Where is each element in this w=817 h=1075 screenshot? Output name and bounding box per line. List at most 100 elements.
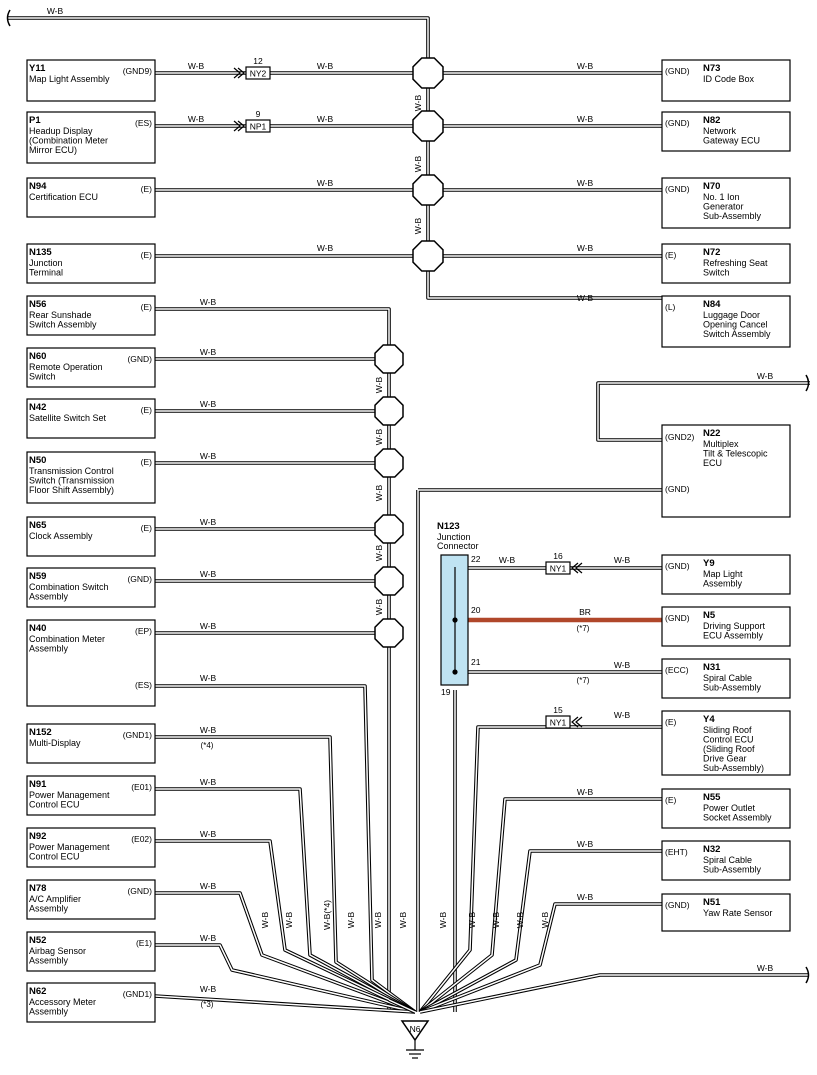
component-code: N31	[703, 662, 721, 673]
component-box	[26, 982, 156, 1023]
component-code: N51	[703, 897, 721, 908]
wire-color-label: W-B	[200, 933, 217, 943]
wire-color-label: W-B	[200, 399, 217, 409]
pin-label: (L)	[665, 302, 676, 312]
component-code: N59	[29, 571, 46, 582]
junction-connector-name: Connector	[437, 541, 479, 551]
component-name: Refreshing Seat	[703, 258, 768, 268]
wire-color-label: W-B	[491, 911, 501, 928]
component-name: Assembly	[29, 592, 69, 602]
component-name: Assembly	[29, 904, 69, 914]
pin-label: (E)	[141, 457, 153, 467]
wire-color-label: W-B	[200, 829, 217, 839]
pin-label: (E)	[141, 184, 153, 194]
wire-color-label: W-B	[200, 673, 217, 683]
ground-wire-core	[155, 892, 416, 1013]
wire-color-label: W-B	[614, 710, 631, 720]
component-code: Y9	[703, 558, 715, 569]
component-name: Control ECU	[29, 800, 80, 810]
component-box	[26, 347, 156, 388]
pin-label: (E)	[665, 717, 677, 727]
component-code: N60	[29, 351, 46, 362]
component-name: Certification ECU	[29, 192, 98, 202]
wire-color-label: W-B	[200, 777, 217, 787]
splice-octagon	[374, 448, 404, 478]
pin-label: (GND)	[127, 574, 152, 584]
ground-wire-core	[419, 850, 662, 1013]
splice-octagon	[374, 514, 404, 544]
wire-color-label: W-B	[577, 114, 594, 124]
wire-color-label: W-B	[577, 178, 594, 188]
component-code: N72	[703, 247, 720, 258]
component-code: Y4	[703, 714, 715, 725]
component-box	[26, 295, 156, 336]
component-name: Sub-Assembly)	[703, 763, 764, 773]
component-name: (Combination Meter	[29, 136, 108, 146]
component-box	[661, 295, 791, 348]
component-name: Map Light	[703, 569, 743, 579]
component-name: Assembly	[703, 579, 743, 589]
wire-color-label: W-B	[188, 114, 205, 124]
component-code: N62	[29, 986, 46, 997]
component-name: Terminal	[29, 268, 63, 278]
component-code: N55	[703, 792, 721, 803]
component-name: Junction	[29, 258, 63, 268]
inline-connector-label: NP1	[250, 122, 267, 132]
wire-color-label: W-B	[374, 376, 384, 393]
component-code: N42	[29, 402, 46, 413]
component-name: Airbag Sensor	[29, 946, 86, 956]
pin-label: (GND9)	[123, 66, 152, 76]
component-box	[26, 111, 156, 164]
pin-label: (ES)	[135, 118, 152, 128]
component-name: Tilt & Telescopic	[703, 449, 768, 459]
wire-color-label: W-B	[200, 517, 217, 527]
wire-color-label: W-B	[317, 243, 334, 253]
wire-color-label: W-B	[373, 911, 383, 928]
component-code: N152	[29, 727, 52, 738]
pin-label: (E)	[141, 302, 153, 312]
component-name: Assembly	[29, 956, 69, 966]
connector-arrow	[571, 716, 583, 728]
wire-color-label: W-B	[515, 911, 525, 928]
connector-pin-number: 16	[553, 551, 563, 561]
pin-label: (GND1)	[123, 730, 152, 740]
component-name: Multiplex	[703, 439, 739, 449]
ground-wire	[155, 787, 416, 1014]
component-box	[661, 424, 791, 518]
wire-color-label: W-B	[374, 484, 384, 501]
component-name: Sub-Assembly	[703, 211, 762, 221]
wire-color-label: W-B	[413, 155, 423, 172]
wire-color-label: W-B	[200, 569, 217, 579]
splice-octagon	[374, 396, 404, 426]
pin-label: (ES)	[135, 680, 152, 690]
component-code: N94	[29, 181, 47, 192]
ground-wire	[155, 735, 416, 1014]
wire-color-label: W-B	[317, 114, 334, 124]
trunk-wire-mid-core	[155, 308, 390, 1012]
component-name: Switch	[29, 372, 56, 382]
wire-color-label: W-B	[284, 911, 294, 928]
ground-wire-core	[155, 736, 416, 1013]
component-name: Sub-Assembly	[703, 865, 762, 875]
wire-color-label: W-B	[200, 725, 217, 735]
pin-label: (GND)	[665, 66, 690, 76]
wire-label-layer: W-B W-B W-B W-B W-B W-B W-B W-B W-B W-B W-B W-B W-B W…	[47, 6, 774, 1009]
ground-wire-core	[155, 685, 416, 1013]
inline-connector-label: NY1	[550, 718, 567, 728]
component-name: Sub-Assembly	[703, 683, 762, 693]
splice-octagon	[374, 618, 404, 648]
component-name: Power Management	[29, 842, 110, 852]
pin-label: (GND)	[665, 613, 690, 623]
pin-label: (ECC)	[665, 665, 689, 675]
note-label: (*7)	[577, 676, 590, 685]
ground-wire-core	[155, 840, 416, 1013]
component-name: Generator	[703, 202, 744, 212]
break-mark	[6, 9, 11, 27]
pin-label: (E)	[141, 523, 153, 533]
component-code: N92	[29, 831, 46, 842]
pin-label: (GND1)	[123, 989, 152, 999]
splice-octagon	[412, 174, 444, 206]
pin-label: (EHT)	[665, 847, 688, 857]
component-name: Transmission Control	[29, 466, 114, 476]
